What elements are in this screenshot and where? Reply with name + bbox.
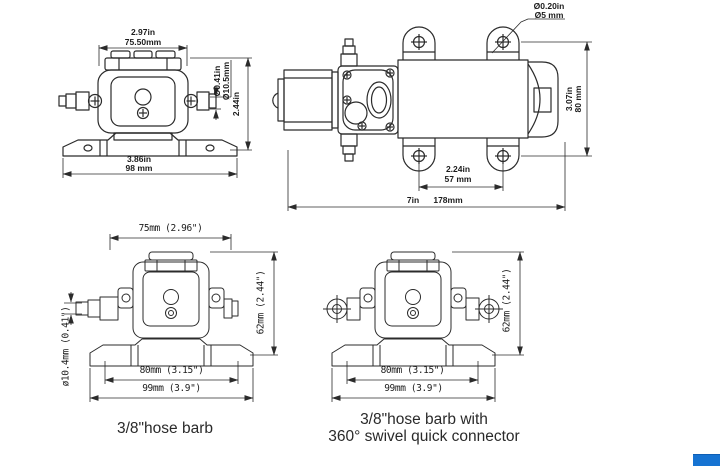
dim-top-hole-diameter-mm: Ø5 mm	[534, 10, 564, 20]
dim-top-hole-spacing-mm: 57 mm	[444, 174, 472, 184]
caption-swivel-line2: 360° swivel quick connector	[328, 428, 520, 445]
dim-front-width-top-in: 2.97in	[130, 27, 156, 37]
top-view-drawing	[272, 18, 592, 211]
barb-view-drawing	[64, 234, 278, 402]
caption-swivel-line1: 3/8"hose barb with	[360, 411, 488, 428]
dim-swivel-base-width: 99mm (3.9")	[384, 383, 443, 394]
dim-front-port-diameter: Ø0.41in Ø10.5mm	[212, 58, 232, 104]
dim-front-height: 2.44in	[231, 91, 242, 117]
dim-front-port-diameter-mm: Ø10.5mm	[221, 61, 231, 101]
dim-top-height: 3.07in 80 mm	[564, 79, 584, 119]
dim-barb-height: 62mm (2.44")	[255, 270, 267, 335]
dim-front-width-top-mm: 75.50mm	[124, 37, 162, 47]
corner-blue-fragment	[693, 454, 720, 466]
dim-barb-bolt-spacing: 80mm (3.15")	[139, 365, 204, 376]
dim-barb-port-diameter: ø10.4mm (0.41")	[60, 306, 72, 387]
dim-swivel-bolt-spacing: 80mm (3.15")	[380, 365, 445, 376]
dim-front-width-base-in: 3.86in	[126, 154, 152, 164]
dim-top-hole-spacing-in: 2.24in	[445, 164, 471, 174]
dim-top-length-in: 7in	[406, 195, 420, 205]
dim-top-hole-diameter-in: Ø0.20in	[533, 1, 565, 11]
swivel-view-drawing	[323, 251, 524, 402]
dim-top-height-mm: 80 mm	[573, 85, 583, 113]
dim-barb-base-width: 99mm (3.9")	[142, 383, 201, 394]
dim-top-length-mm: 178mm	[433, 195, 463, 205]
front-view-drawing	[58, 45, 252, 178]
dim-front-width-base-mm: 98 mm	[125, 163, 153, 173]
caption-hose-barb: 3/8"hose barb	[117, 420, 213, 437]
dim-barb-width: 75mm (2.96")	[138, 223, 203, 234]
dim-swivel-height: 62mm (2.44")	[501, 268, 513, 333]
